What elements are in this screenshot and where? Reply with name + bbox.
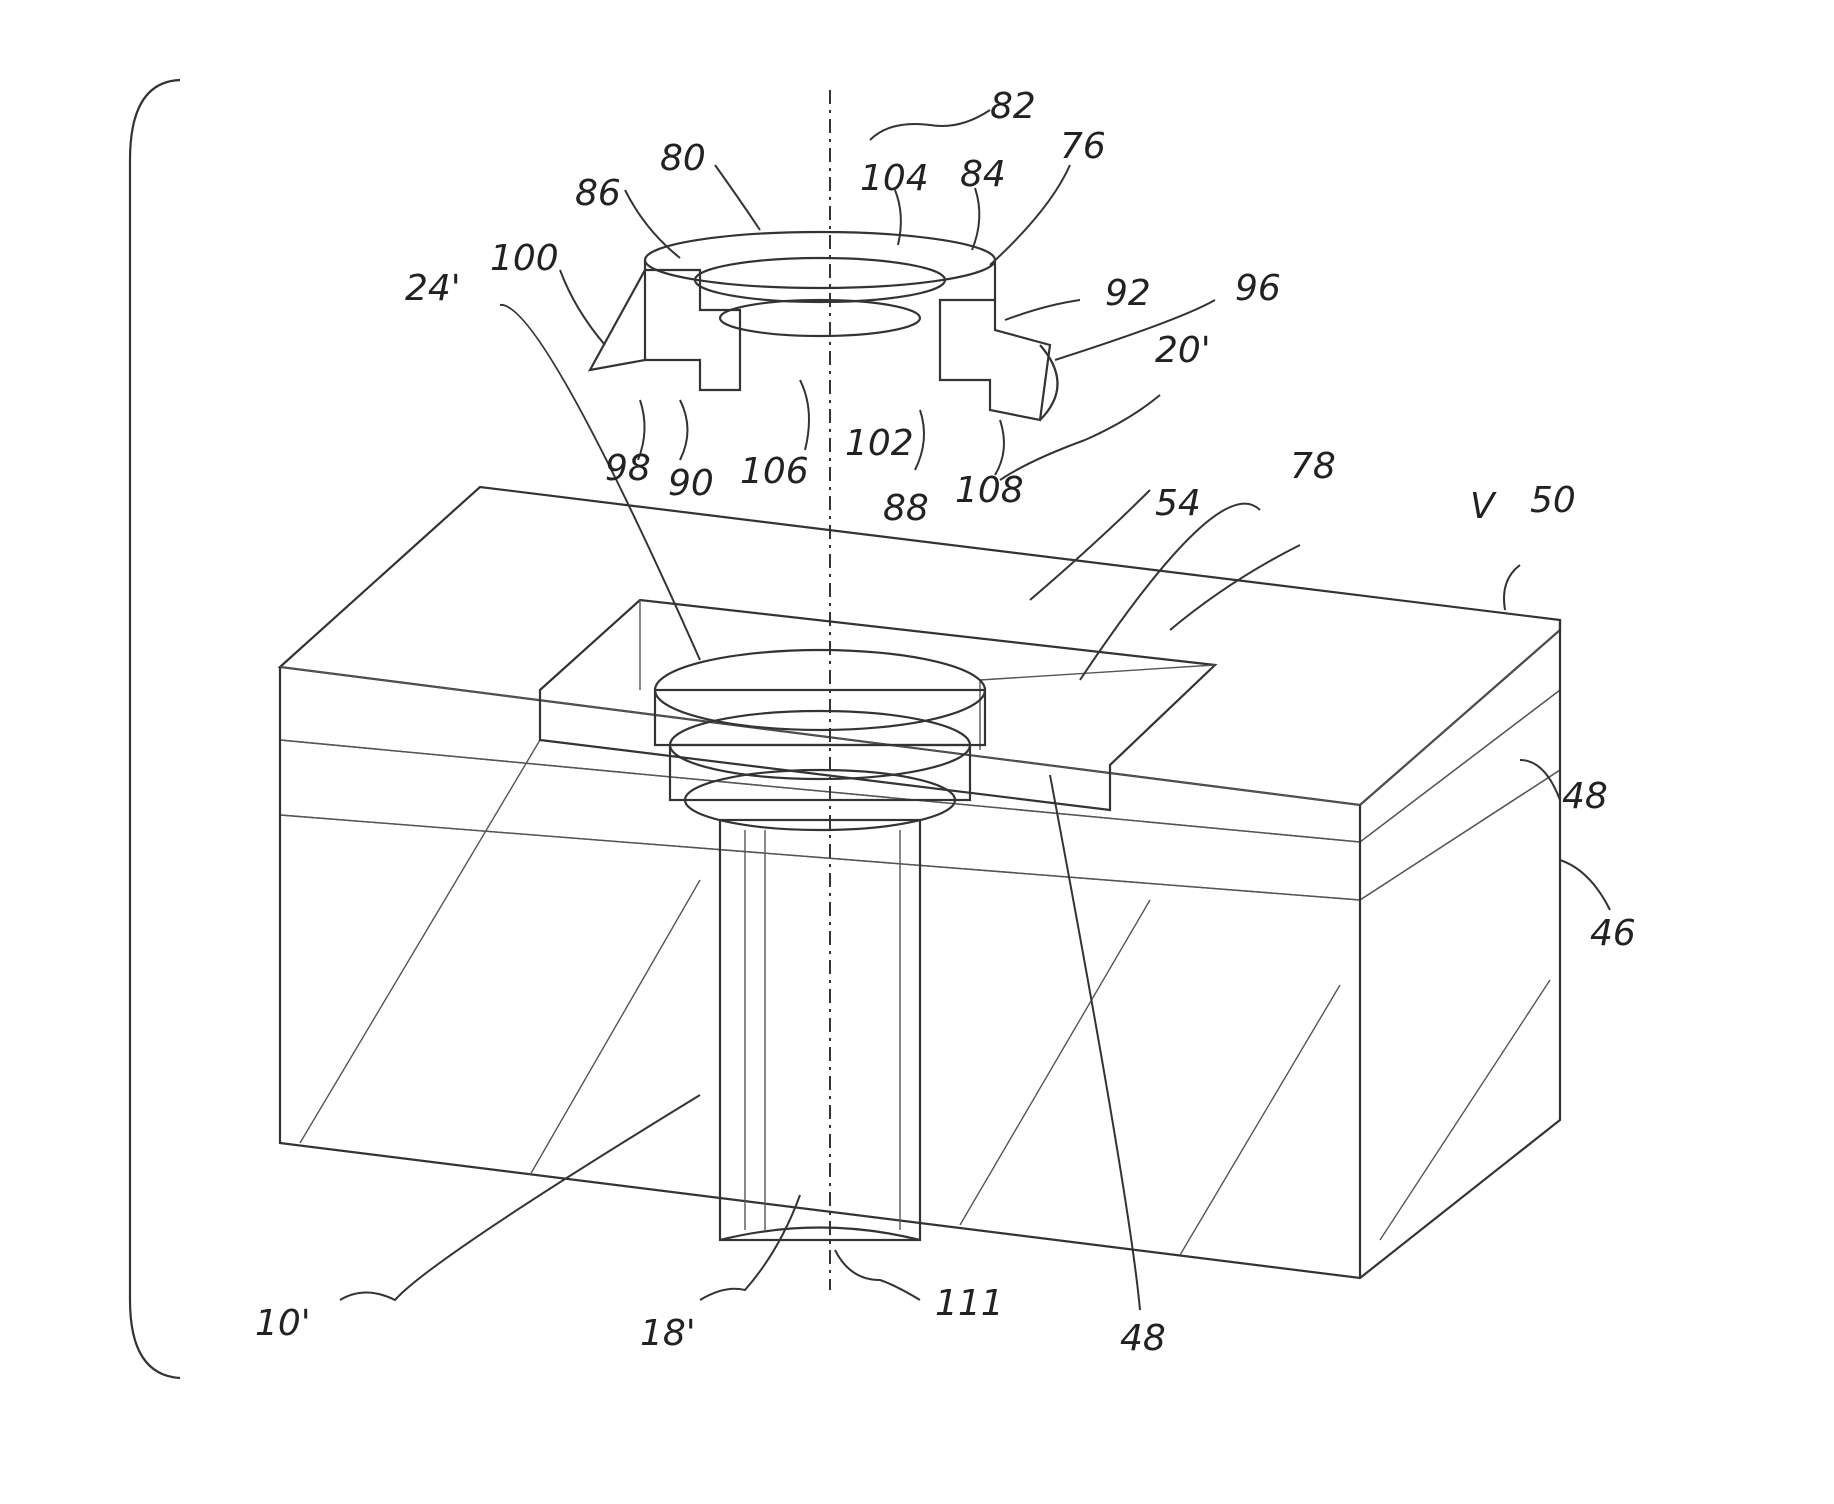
cap-component [590,232,1058,420]
label-50: 50 [1530,480,1576,521]
top-face [280,487,1560,805]
right-layer-46 [1360,770,1560,1278]
label-48-right: 48 [1562,776,1608,817]
cap-section-left [590,270,740,390]
front-layer-46 [280,815,1360,1278]
label-104: 104 [860,158,929,199]
label-24p: 24' [405,268,461,309]
label-111: 111 [935,1283,1004,1324]
label-54: 54 [1155,483,1201,524]
label-82: 82 [990,86,1036,127]
label-80: 80 [660,138,706,179]
tube-body [720,820,920,1240]
front-layer-50 [280,667,1360,842]
label-88: 88 [883,488,929,529]
right-layer-50 [1360,630,1560,842]
label-106: 106 [740,451,809,492]
label-18p: 18' [640,1313,696,1354]
label-76: 76 [1060,126,1106,167]
label-102: 102 [845,423,914,464]
cap-top-rim [645,232,995,288]
label-46: 46 [1590,913,1636,954]
tube [655,650,985,1240]
label-84: 84 [960,154,1006,195]
label-100: 100 [490,238,559,279]
figure-bracket [130,80,180,1378]
label-86: 86 [575,173,621,214]
label-96: 96 [1235,268,1281,309]
label-48-bottom: 48 [1120,1318,1166,1359]
label-78: 78 [1290,446,1336,487]
leader-lines [340,110,1610,1310]
cap-section-right [940,300,1050,420]
label-98: 98 [605,448,651,489]
label-10p: 10' [255,1303,311,1344]
label-20p: 20' [1155,330,1211,371]
label-108: 108 [955,470,1024,511]
label-V: V [1470,486,1497,527]
label-90: 90 [668,463,714,504]
right-layer-48 [1360,690,1560,900]
label-92: 92 [1105,273,1151,314]
